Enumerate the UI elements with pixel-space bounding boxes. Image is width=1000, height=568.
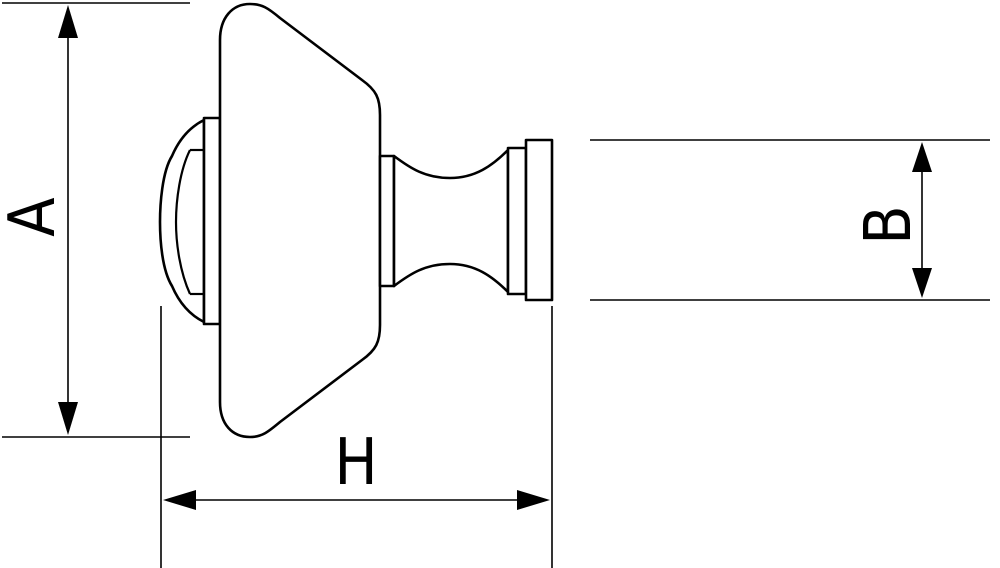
knob-neck — [392, 148, 510, 294]
dim-a-arrow-bottom — [58, 402, 78, 435]
dimension-a: A — [0, 2, 190, 438]
dim-a-label: A — [0, 197, 70, 236]
knob-profile — [158, 2, 554, 439]
base-ring — [506, 146, 528, 296]
dim-a-arrow-top — [58, 5, 78, 38]
dimension-h: H — [160, 306, 553, 568]
dim-b-label: B — [852, 205, 926, 245]
dim-b-arrow-bottom — [912, 268, 932, 298]
dim-h-arrow-right — [517, 490, 550, 510]
dome-inner-line — [174, 149, 192, 295]
knob-body — [218, 2, 382, 439]
dimension-b: B — [590, 139, 990, 301]
knob-dome — [158, 118, 206, 324]
dim-h-arrow-left — [163, 490, 196, 510]
dim-h-label: H — [334, 426, 377, 500]
base-plate — [524, 138, 554, 302]
dim-b-arrow-top — [912, 142, 932, 172]
neck-collar — [378, 154, 396, 288]
dome-flange — [202, 116, 222, 326]
